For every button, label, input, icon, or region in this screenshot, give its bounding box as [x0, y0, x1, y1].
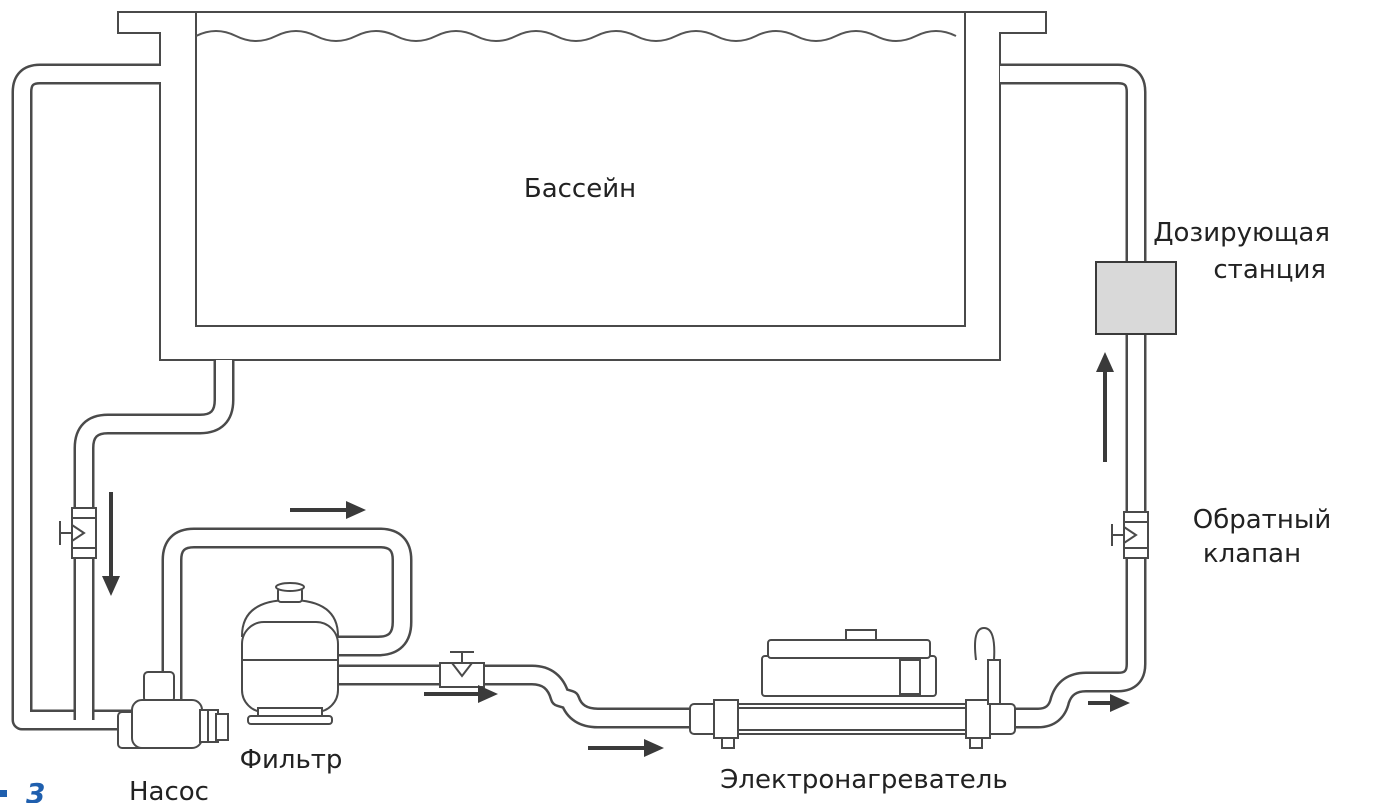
filter-label: Фильтр: [240, 745, 343, 775]
figure-number-mark: [0, 790, 7, 797]
dosing-station-label-line1: Дозирующая: [1153, 218, 1330, 248]
return-pipe: [1000, 63, 1147, 729]
pump-label: Насос: [129, 777, 209, 803]
pool-label: Бассейн: [524, 174, 636, 204]
return-pipe-inner: [1000, 66, 1144, 726]
dosing-station-label-line2: станция: [1213, 255, 1326, 285]
inlet-valve: [59, 507, 97, 559]
flow-arrows: [102, 352, 1130, 757]
filter-to-heater-pipe-inner: [338, 667, 690, 726]
flow-arrow-right: [424, 685, 498, 703]
sand-filter: [240, 582, 340, 725]
water-surface-wave: [195, 30, 957, 42]
drain-pipe-inner: [76, 360, 232, 720]
dosing-station-box: [1095, 261, 1177, 335]
check-valve-label-line2: клапан: [1203, 539, 1301, 569]
figure-number: 3: [26, 777, 45, 803]
pool-basin: [117, 11, 1047, 361]
check-valve: [1111, 511, 1149, 559]
piping: [11, 63, 1147, 731]
electric-heater: [689, 626, 1016, 749]
flow-arrow-right: [588, 739, 664, 757]
pool-inner-wall: [195, 11, 966, 327]
flow-arrow-down: [102, 492, 120, 596]
filter-outlet-valve: [439, 651, 485, 688]
pump-to-filter-pipe-inner: [164, 530, 410, 700]
left-overflow-pipe-inner: [14, 66, 161, 728]
check-valve-label-line1: Обратный: [1193, 505, 1332, 535]
flow-arrow-right: [290, 501, 366, 519]
heater-label: Электронагреватель: [720, 765, 1007, 795]
flow-arrow-right: [1088, 694, 1130, 712]
flow-arrow-up: [1096, 352, 1114, 462]
pump: [117, 671, 229, 749]
